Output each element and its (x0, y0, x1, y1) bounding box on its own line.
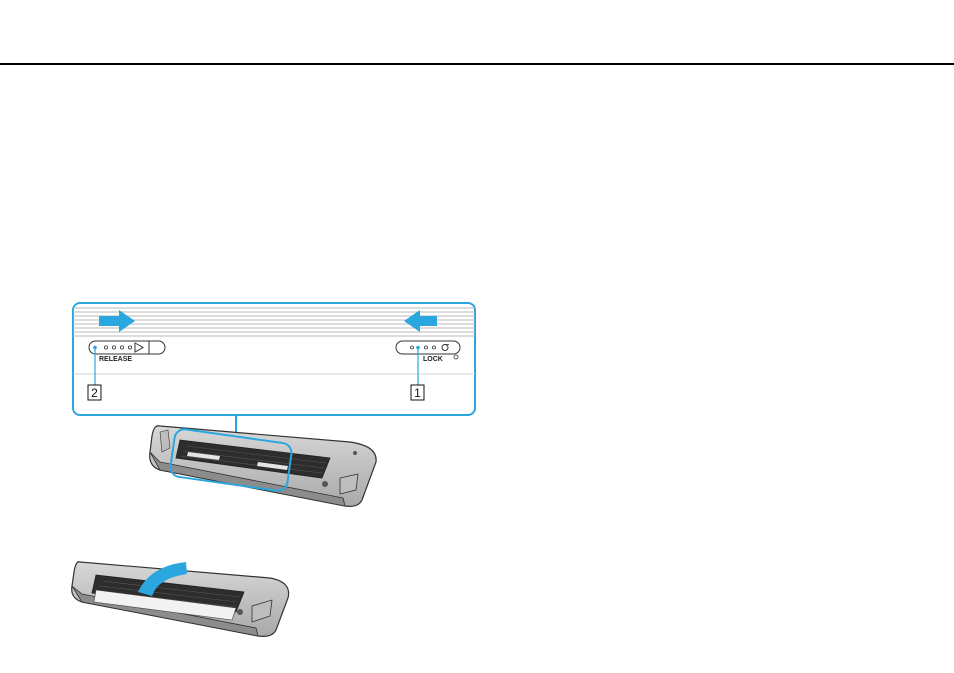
svg-text:2: 2 (91, 386, 98, 400)
detail-zoom-panel: RELEASE LOCK 2 1 (73, 303, 475, 415)
callout-2: 2 (88, 385, 101, 400)
release-label: RELEASE (99, 356, 132, 363)
laptop-underside-top (150, 426, 376, 507)
lock-label: LOCK (423, 356, 443, 363)
laptop-underside-bottom (72, 562, 289, 637)
svg-text:1: 1 (414, 386, 421, 400)
callout-1: 1 (411, 385, 424, 400)
